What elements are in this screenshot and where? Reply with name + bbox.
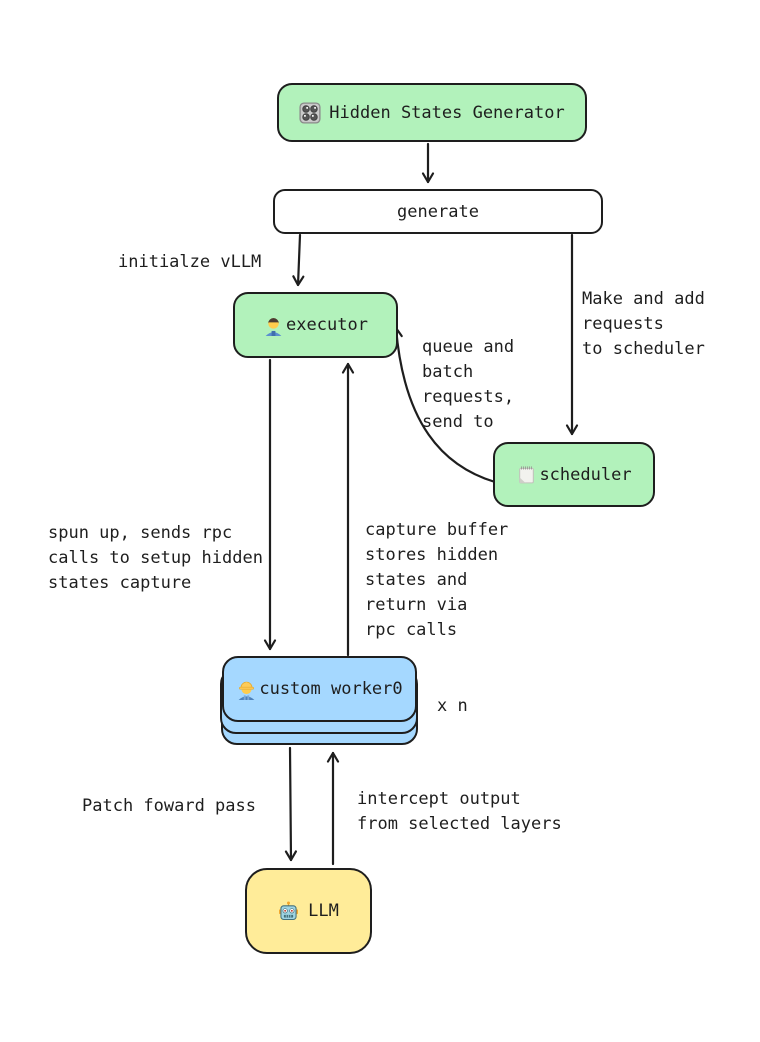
node-executor: executor xyxy=(233,292,398,358)
edge-label-initialize-vllm: initialze vLLM xyxy=(118,252,262,272)
node-llm: LLM xyxy=(245,868,372,954)
edge-label-queue-and-batch: queue and batch requests, send to xyxy=(422,337,515,432)
edge-label-patch-forward-pass: Patch foward pass xyxy=(82,796,256,816)
arrow-scheduler-to-executor xyxy=(390,326,497,484)
robot-emoji-icon xyxy=(278,901,299,922)
node-label: LLM xyxy=(308,901,339,921)
worker-multiplier-note: x n xyxy=(437,696,468,716)
node-generate: generate xyxy=(273,189,603,234)
arrow-generate-to-executor xyxy=(292,233,305,287)
node-label: scheduler xyxy=(539,464,632,485)
edge-label-spun-up-rpc: spun up, sends rpc calls to setup hidden… xyxy=(48,523,263,593)
edge-label-make-and-add-requests: Make and add requests to scheduler xyxy=(582,289,705,359)
man-mechanic-emoji-icon xyxy=(263,315,284,336)
edge-label-capture-buffer: capture buffer stores hidden states and … xyxy=(365,520,509,640)
node-label: custom worker0 xyxy=(259,679,403,699)
node-hidden-states-generator: Hidden States Generator xyxy=(277,83,587,142)
construction-worker-emoji-icon xyxy=(236,679,257,700)
edge-label-intercept-output: intercept output from selected layers xyxy=(357,789,562,834)
node-label: executor xyxy=(286,315,368,335)
node-custom-worker0: custom worker0 xyxy=(222,656,417,722)
node-label: Hidden States Generator xyxy=(329,102,565,123)
node-label: generate xyxy=(397,201,479,222)
arrow-worker-to-llm xyxy=(284,746,298,862)
control-knobs-icon xyxy=(299,101,321,124)
node-scheduler: scheduler xyxy=(493,442,655,507)
spiral-notepad-emoji-icon xyxy=(516,464,537,485)
